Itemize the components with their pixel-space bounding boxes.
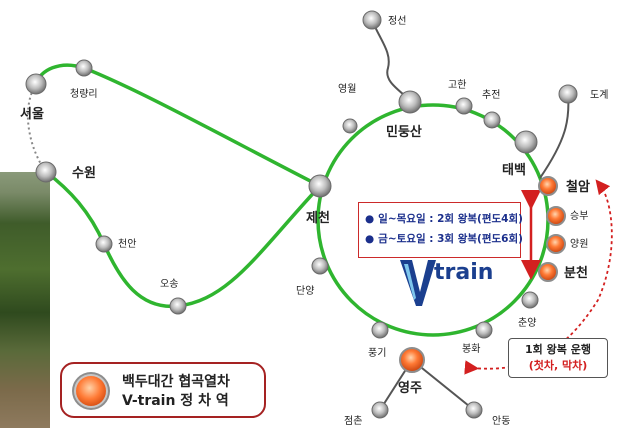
station-chujeon-marker (483, 111, 501, 129)
station-osong-marker (169, 297, 187, 315)
label-suwon: 수원 (72, 166, 96, 181)
station-cheongnyangni-marker (75, 59, 93, 77)
legend-box: 백두대간 협곡열차 V-train 정 차 역 (60, 362, 266, 418)
station-markers (25, 10, 578, 419)
station-dogye-marker (558, 84, 578, 104)
label-chunyang: 춘양 (518, 317, 536, 329)
label-dogye: 도계 (590, 89, 608, 101)
label-buncheon: 분천 (564, 266, 588, 281)
schedule-box: ●일~목요일 : 2회 왕복(편도4회) ●금~토요일 : 3회 왕복(편도6회… (358, 202, 523, 258)
label-andong: 안동 (492, 415, 510, 427)
track-seoul-suwon-dotted (27, 83, 47, 173)
once-line1: 1회 왕복 운행 (525, 343, 591, 356)
label-yangwon: 양원 (570, 238, 588, 250)
label-cheongnyangni: 청량리 (70, 88, 98, 100)
label-jeomchon: 점촌 (344, 415, 362, 427)
track-jeongseon-branch (371, 19, 411, 101)
station-cheonan-marker (95, 235, 113, 253)
label-yeongwol: 영월 (338, 83, 356, 95)
track-seoul-jecheon (34, 63, 321, 188)
label-punggi: 풍기 (368, 347, 386, 359)
label-danyang: 단양 (296, 285, 314, 297)
station-jeongseon-marker (362, 10, 382, 30)
station-seungbu-marker (546, 206, 566, 226)
station-labels: 서울 청량리 수원 천안 오송 제천 영월 민둥산 정선 고한 추전 도계 태백… (20, 15, 608, 427)
label-taebaek: 태백 (502, 163, 526, 178)
station-jeomchon-marker (371, 401, 389, 419)
once-service-box: 1회 왕복 운행 (첫차, 막차) (508, 338, 608, 378)
label-seungbu: 승부 (570, 210, 588, 222)
v-logo-icon (400, 260, 436, 306)
legend-line1: 백두대간 협곡열차 (122, 374, 230, 390)
logo-word: train (434, 260, 494, 285)
label-cheonan: 천안 (118, 238, 136, 250)
once-line2: (첫차, 막차) (528, 359, 588, 372)
station-yangwon-marker (546, 234, 566, 254)
label-seoul: 서울 (20, 106, 44, 122)
once-route-arrow (464, 179, 613, 375)
station-andong-marker (465, 401, 483, 419)
station-danyang-marker (311, 257, 329, 275)
station-cheoram-marker (538, 176, 558, 196)
station-yeongju-marker (399, 347, 425, 373)
label-yeongju: 영주 (398, 381, 422, 396)
legend-text: 백두대간 협곡열차 V-train 정 차 역 (122, 373, 230, 411)
station-jecheon-marker (308, 174, 332, 198)
legend-line2: V-train 정 차 역 (122, 393, 229, 409)
label-jeongseon: 정선 (388, 15, 406, 27)
station-punggi-marker (371, 321, 389, 339)
label-gohan: 고한 (448, 79, 466, 91)
track-dogye-branch (539, 93, 570, 179)
canyon-photo (0, 172, 50, 428)
track-andong-branch (411, 359, 475, 411)
station-seoul-marker (25, 73, 47, 95)
track-jecheon-suwon (44, 170, 322, 309)
label-jecheon: 제천 (306, 211, 330, 226)
station-gohan-marker (455, 97, 473, 115)
label-mindungsan: 민둥산 (386, 124, 422, 140)
bullet-icon: ● (365, 213, 375, 225)
station-mindungsan-marker (398, 90, 422, 114)
label-osong: 오송 (160, 278, 178, 290)
label-chujeon: 추전 (482, 89, 500, 101)
schedule-weekend: 금~토요일 : 3회 왕복(편도6회) (378, 233, 523, 245)
schedule-weekday: 일~목요일 : 2회 왕복(편도4회) (378, 213, 523, 225)
vtrain-logo: train (398, 258, 494, 318)
station-buncheon-marker (538, 262, 558, 282)
station-taebaek-marker (514, 130, 538, 154)
schedule-weekend-row: ●금~토요일 : 3회 왕복(편도6회) (365, 229, 523, 249)
station-chunyang-marker (521, 291, 539, 309)
station-suwon-marker (35, 161, 57, 183)
schedule-weekday-row: ●일~목요일 : 2회 왕복(편도4회) (365, 209, 523, 229)
vtrain-stop-legend-icon (76, 376, 106, 406)
label-cheoram: 철암 (566, 179, 590, 195)
bullet-icon: ● (365, 233, 375, 245)
vtrain-stop-markers (399, 176, 566, 373)
station-bonghwa-marker (475, 321, 493, 339)
label-bonghwa: 봉화 (462, 343, 480, 355)
station-yeongwol-marker (342, 118, 358, 134)
